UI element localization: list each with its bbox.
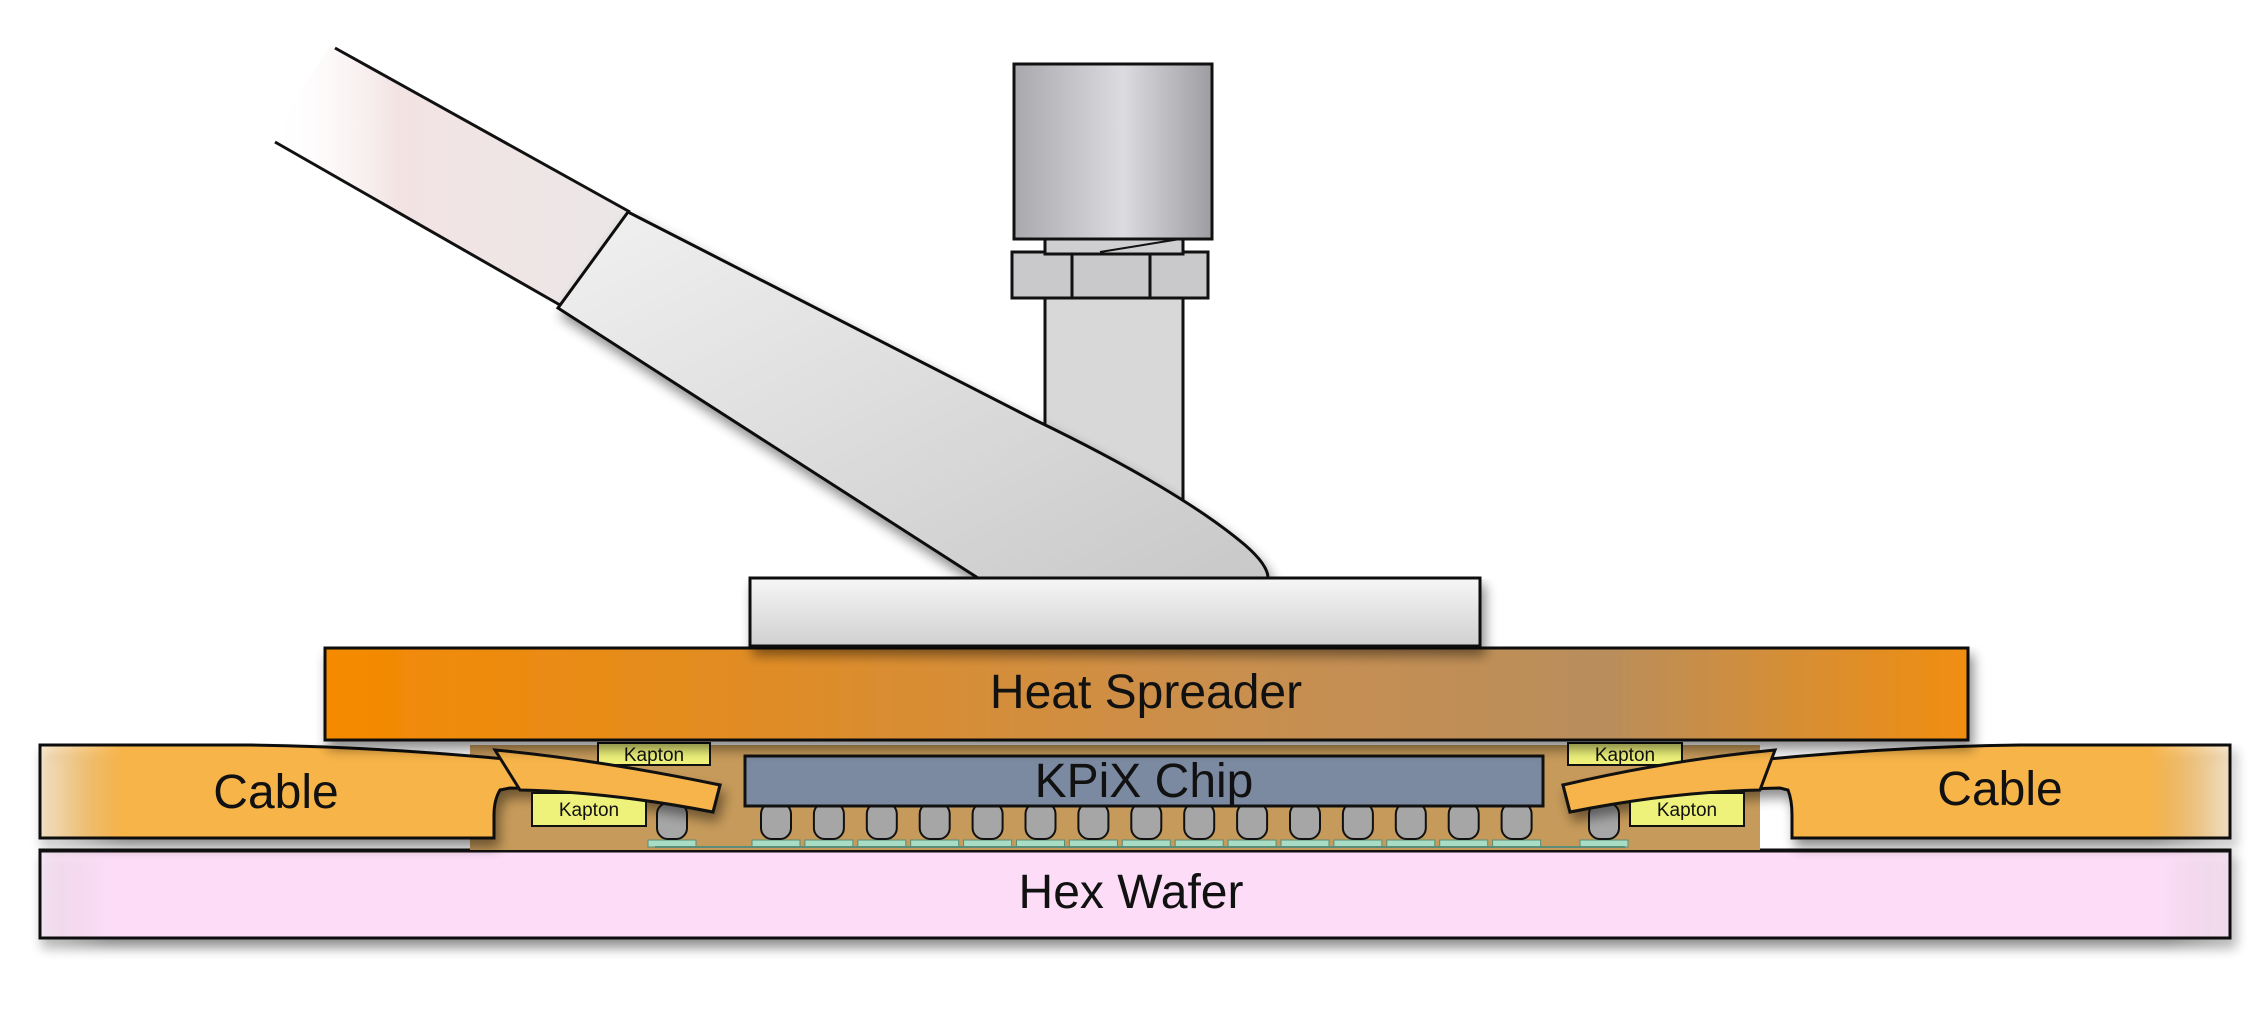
- solder-bump: [1447, 802, 1480, 840]
- solder-bump: [1341, 802, 1374, 840]
- wafer-pad: [1121, 839, 1171, 848]
- solder-bump: [1024, 802, 1057, 840]
- heat-spreader-label: Heat Spreader: [990, 666, 1302, 719]
- solder-bump: [918, 802, 951, 840]
- solder-bump: [1394, 802, 1427, 840]
- solder-bumps: [656, 802, 1620, 840]
- wafer-pad: [804, 839, 854, 848]
- cable-left-label: Cable: [213, 766, 338, 819]
- solder-bump: [1077, 802, 1110, 840]
- solder-bump: [1236, 802, 1269, 840]
- solder-bump: [865, 802, 898, 840]
- kapton-upper-left-label: Kapton: [624, 745, 684, 766]
- wafer-pad: [1174, 839, 1224, 848]
- wafer-pad: [910, 839, 960, 848]
- heat-spreader-body: [323, 646, 1970, 742]
- wafer-pad: [1492, 839, 1542, 848]
- wafer-pad: [1439, 839, 1489, 848]
- fitting-cylinder-body: [1012, 62, 1214, 241]
- kpix-chip: KPiX Chip: [743, 754, 1545, 808]
- kapton-lower-right-label: Kapton: [1657, 800, 1717, 821]
- wafer-pad: [1579, 839, 1629, 848]
- heat-spreader: [323, 646, 1970, 742]
- wafer-pad: [1386, 839, 1436, 848]
- cable-left-tongue: [492, 748, 722, 814]
- wafer-pad: [1280, 839, 1330, 848]
- solder-bump: [1500, 802, 1533, 840]
- hex-wafer: [38, 848, 2232, 940]
- wafer-pad: [857, 839, 907, 848]
- hex-nut: [1010, 236, 1210, 300]
- solder-bump: [812, 802, 845, 840]
- cable-right-label: Cable: [1937, 763, 2062, 816]
- kpix-chip-label: KPiX Chip: [1035, 755, 1254, 808]
- vacuum-tube-body: [270, 45, 630, 305]
- vacuum-tube: [270, 45, 631, 307]
- wafer-pad: [1068, 839, 1118, 848]
- hex-wafer-body: [38, 848, 2232, 940]
- kpix-chip-body: [743, 754, 1545, 808]
- pickup-arm: [555, 210, 1270, 580]
- wafer-pad: [1227, 839, 1277, 848]
- wafer-pad: [751, 839, 801, 848]
- wafer-pad: [963, 839, 1013, 848]
- kapton-upper-right: Kapton: [1567, 742, 1683, 766]
- wafer-pad: [1016, 839, 1065, 848]
- wafer-pads: [647, 839, 1629, 848]
- fitting-cylinder: [1012, 62, 1214, 241]
- pickup-head-body: [748, 576, 1482, 648]
- solder-bump: [1183, 802, 1216, 840]
- solder-bump: [971, 802, 1004, 840]
- solder-bump: [760, 802, 792, 840]
- kapton-lower-left-label: Kapton: [559, 800, 619, 821]
- kapton-upper-left: Kapton: [597, 742, 711, 766]
- solder-bump: [656, 802, 688, 840]
- cable-right-tongue: [1561, 748, 1778, 814]
- wafer-pad: [647, 839, 697, 848]
- solder-bump: [1130, 802, 1163, 840]
- solder-bump: [1289, 802, 1321, 840]
- hex-wafer-label: Hex Wafer: [1019, 866, 1244, 919]
- wafer-pad: [1333, 839, 1383, 848]
- kapton-upper-right-label: Kapton: [1595, 745, 1655, 766]
- pickup-arm-body: [555, 210, 1270, 580]
- pickup-head: [748, 576, 1482, 648]
